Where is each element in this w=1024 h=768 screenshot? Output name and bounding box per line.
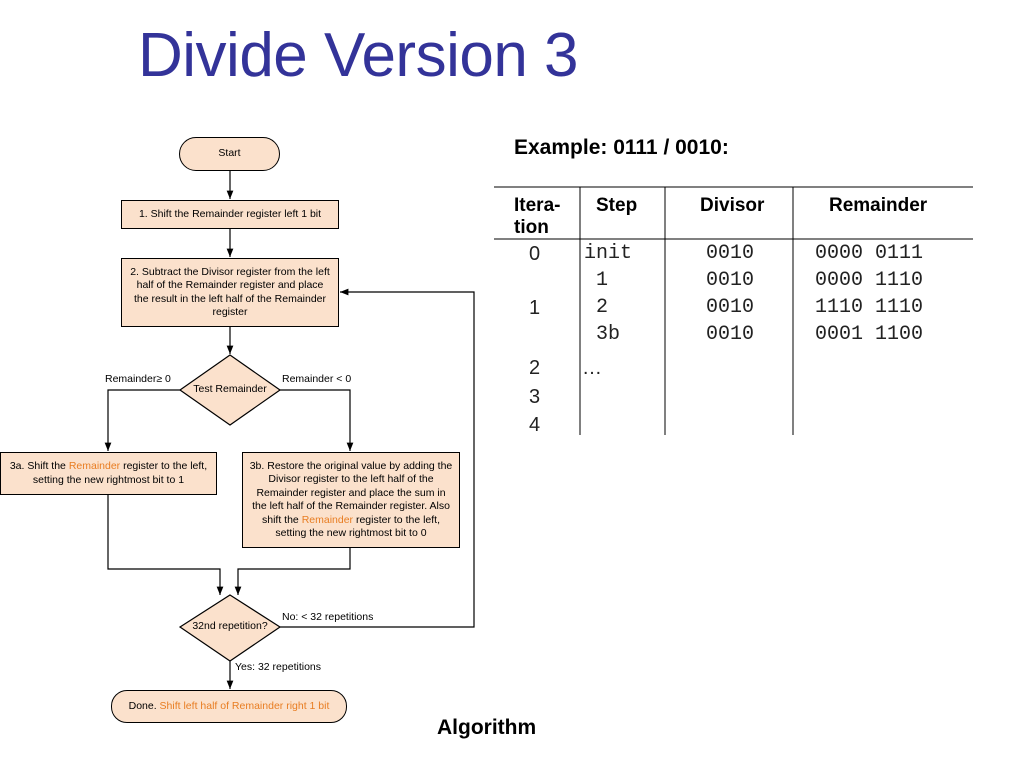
cell-iteration-5: 3 xyxy=(529,386,541,408)
header-step: Step xyxy=(596,195,638,216)
step3b-text: 3b. Restore the original value by adding… xyxy=(249,460,453,541)
cell-step-4: … xyxy=(582,357,602,379)
cell-remainder-1: 0000 1110 xyxy=(815,269,924,292)
done-node: Done. Shift left half of Remainder right… xyxy=(111,690,347,723)
step3b-highlight: Remainder xyxy=(301,513,354,526)
start-label: Start xyxy=(218,147,241,160)
start-node: Start xyxy=(179,137,280,171)
done-text: Done. Shift left half of Remainder right… xyxy=(129,700,330,714)
cell-divisor-3: 0010 xyxy=(706,323,755,346)
step2-text: 2. Subtract the Divisor register from th… xyxy=(130,265,330,319)
step3a-highlight: Remainder xyxy=(68,460,121,472)
cell-remainder-3: 0001 1100 xyxy=(815,323,924,346)
step1-box: 1. Shift the Remainder register left 1 b… xyxy=(121,200,339,229)
cell-divisor-2: 0010 xyxy=(706,296,755,319)
step1-text: 1. Shift the Remainder register left 1 b… xyxy=(138,207,322,220)
step3b-post: register to the left, setting the new ri… xyxy=(275,513,441,540)
step3a-pre: 3a. Shift the xyxy=(9,460,69,472)
repetition-text: 32nd repetition? xyxy=(192,620,268,633)
cell-remainder-2: 1110 1110 xyxy=(815,296,924,319)
done-highlight: Shift left half of Remainder right 1 bit xyxy=(159,699,330,712)
algorithm-caption: Algorithm xyxy=(437,716,537,739)
arrow-3a-to-repetition xyxy=(107,495,224,595)
done-pre: Done. xyxy=(128,699,160,712)
cell-step-1: 1 xyxy=(596,269,609,292)
step3a-text: 3a. Shift the Remainder register to the … xyxy=(7,460,210,487)
yes-branch-label: Yes: 32 repetitions xyxy=(235,661,322,673)
test-remainder-label: Test Remainder xyxy=(180,382,280,398)
cell-iteration-2: 1 xyxy=(529,297,541,319)
step3b-box: 3b. Restore the original value by adding… xyxy=(242,452,460,548)
cell-step-3: 3b xyxy=(596,323,621,346)
repetition-diamond xyxy=(178,594,282,662)
step3b-pre: 3b. Restore the original value by adding… xyxy=(249,459,453,526)
cell-step-0: init xyxy=(584,242,633,265)
arrow-test-to-3b xyxy=(280,389,354,451)
test-remainder-diamond xyxy=(178,354,282,426)
no-branch-label: No: < 32 repetitions xyxy=(282,611,374,623)
arrow-3b-to-repetition xyxy=(234,548,351,595)
header-divisor: Divisor xyxy=(700,195,765,216)
header-remainder: Remainder xyxy=(829,195,928,216)
cell-divisor-0: 0010 xyxy=(706,242,755,265)
cell-iteration-4: 2 xyxy=(529,357,541,379)
step3a-post: register to the left, setting the new ri… xyxy=(32,460,208,486)
repetition-label: 32nd repetition? xyxy=(180,619,280,635)
arrow-repetition-loop xyxy=(280,288,475,628)
branch-lt-label: Remainder < 0 xyxy=(282,373,352,385)
cell-iteration-6: 4 xyxy=(529,414,541,436)
step2-box: 2. Subtract the Divisor register from th… xyxy=(121,258,339,327)
step3a-box: 3a. Shift the Remainder register to the … xyxy=(0,452,217,495)
cell-iteration-0: 0 xyxy=(529,243,541,265)
cell-divisor-1: 0010 xyxy=(706,269,755,292)
arrow-test-to-3a xyxy=(104,389,180,451)
cell-step-2: 2 xyxy=(596,296,609,319)
test-remainder-text: Test Remainder xyxy=(193,383,267,396)
branch-ge-label: Remainder≥ 0 xyxy=(105,373,171,385)
header-iteration: Itera- tion xyxy=(514,195,561,238)
cell-remainder-0: 0000 0111 xyxy=(815,242,924,265)
slide-title: Divide Version 3 xyxy=(138,21,579,90)
example-title: Example: 0111 / 0010: xyxy=(514,136,729,159)
